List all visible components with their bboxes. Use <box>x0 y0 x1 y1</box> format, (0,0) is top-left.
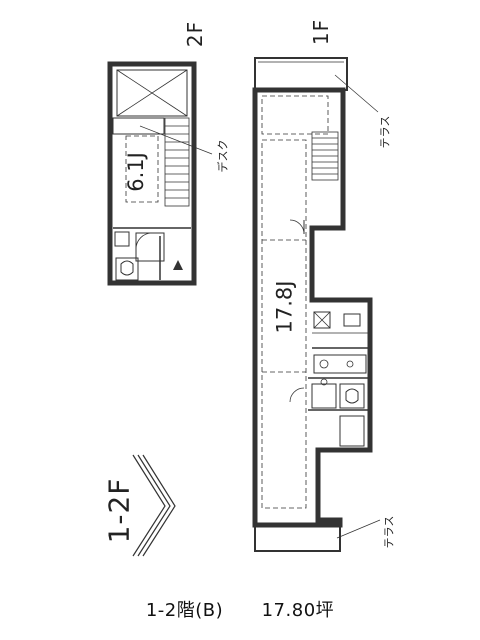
kitchen-box <box>313 311 331 329</box>
terrace-top-label: テラス <box>378 115 392 149</box>
lower-toilet <box>339 383 365 409</box>
plan-caption: 1-2階(B) 17.80坪 <box>0 596 480 622</box>
kitchen-counter <box>313 354 367 374</box>
lower-room-outline <box>261 139 307 509</box>
caption-floors: 1-2階(B) <box>145 600 224 621</box>
plan-chevron-symbol <box>132 454 176 557</box>
upper-stair <box>164 117 190 207</box>
upper-toilet <box>115 257 139 281</box>
desk <box>112 117 165 135</box>
upper-floor-plan <box>107 61 213 286</box>
upper-room-outline <box>125 135 159 203</box>
upper-floor-label: 2F <box>183 20 208 48</box>
caption-area: 17.80坪 <box>261 600 335 621</box>
bottom-terrace <box>254 524 341 552</box>
upper-void <box>116 69 188 117</box>
terrace-bottom-label: テラス <box>382 515 396 549</box>
lower-area-label: 17.8J <box>272 280 297 334</box>
desk-label: デスク <box>216 139 230 173</box>
lower-floor-plan <box>252 57 381 552</box>
top-terrace <box>254 57 348 91</box>
upper-sink <box>114 231 130 247</box>
lower-stair <box>311 131 339 181</box>
lower-floor-label: 1F <box>309 18 334 46</box>
upper-outer-wall <box>107 61 197 286</box>
upper-area-label: 6.1J <box>123 152 148 192</box>
plan-name-label: 1-2F <box>102 477 136 544</box>
bathtub <box>339 415 365 447</box>
